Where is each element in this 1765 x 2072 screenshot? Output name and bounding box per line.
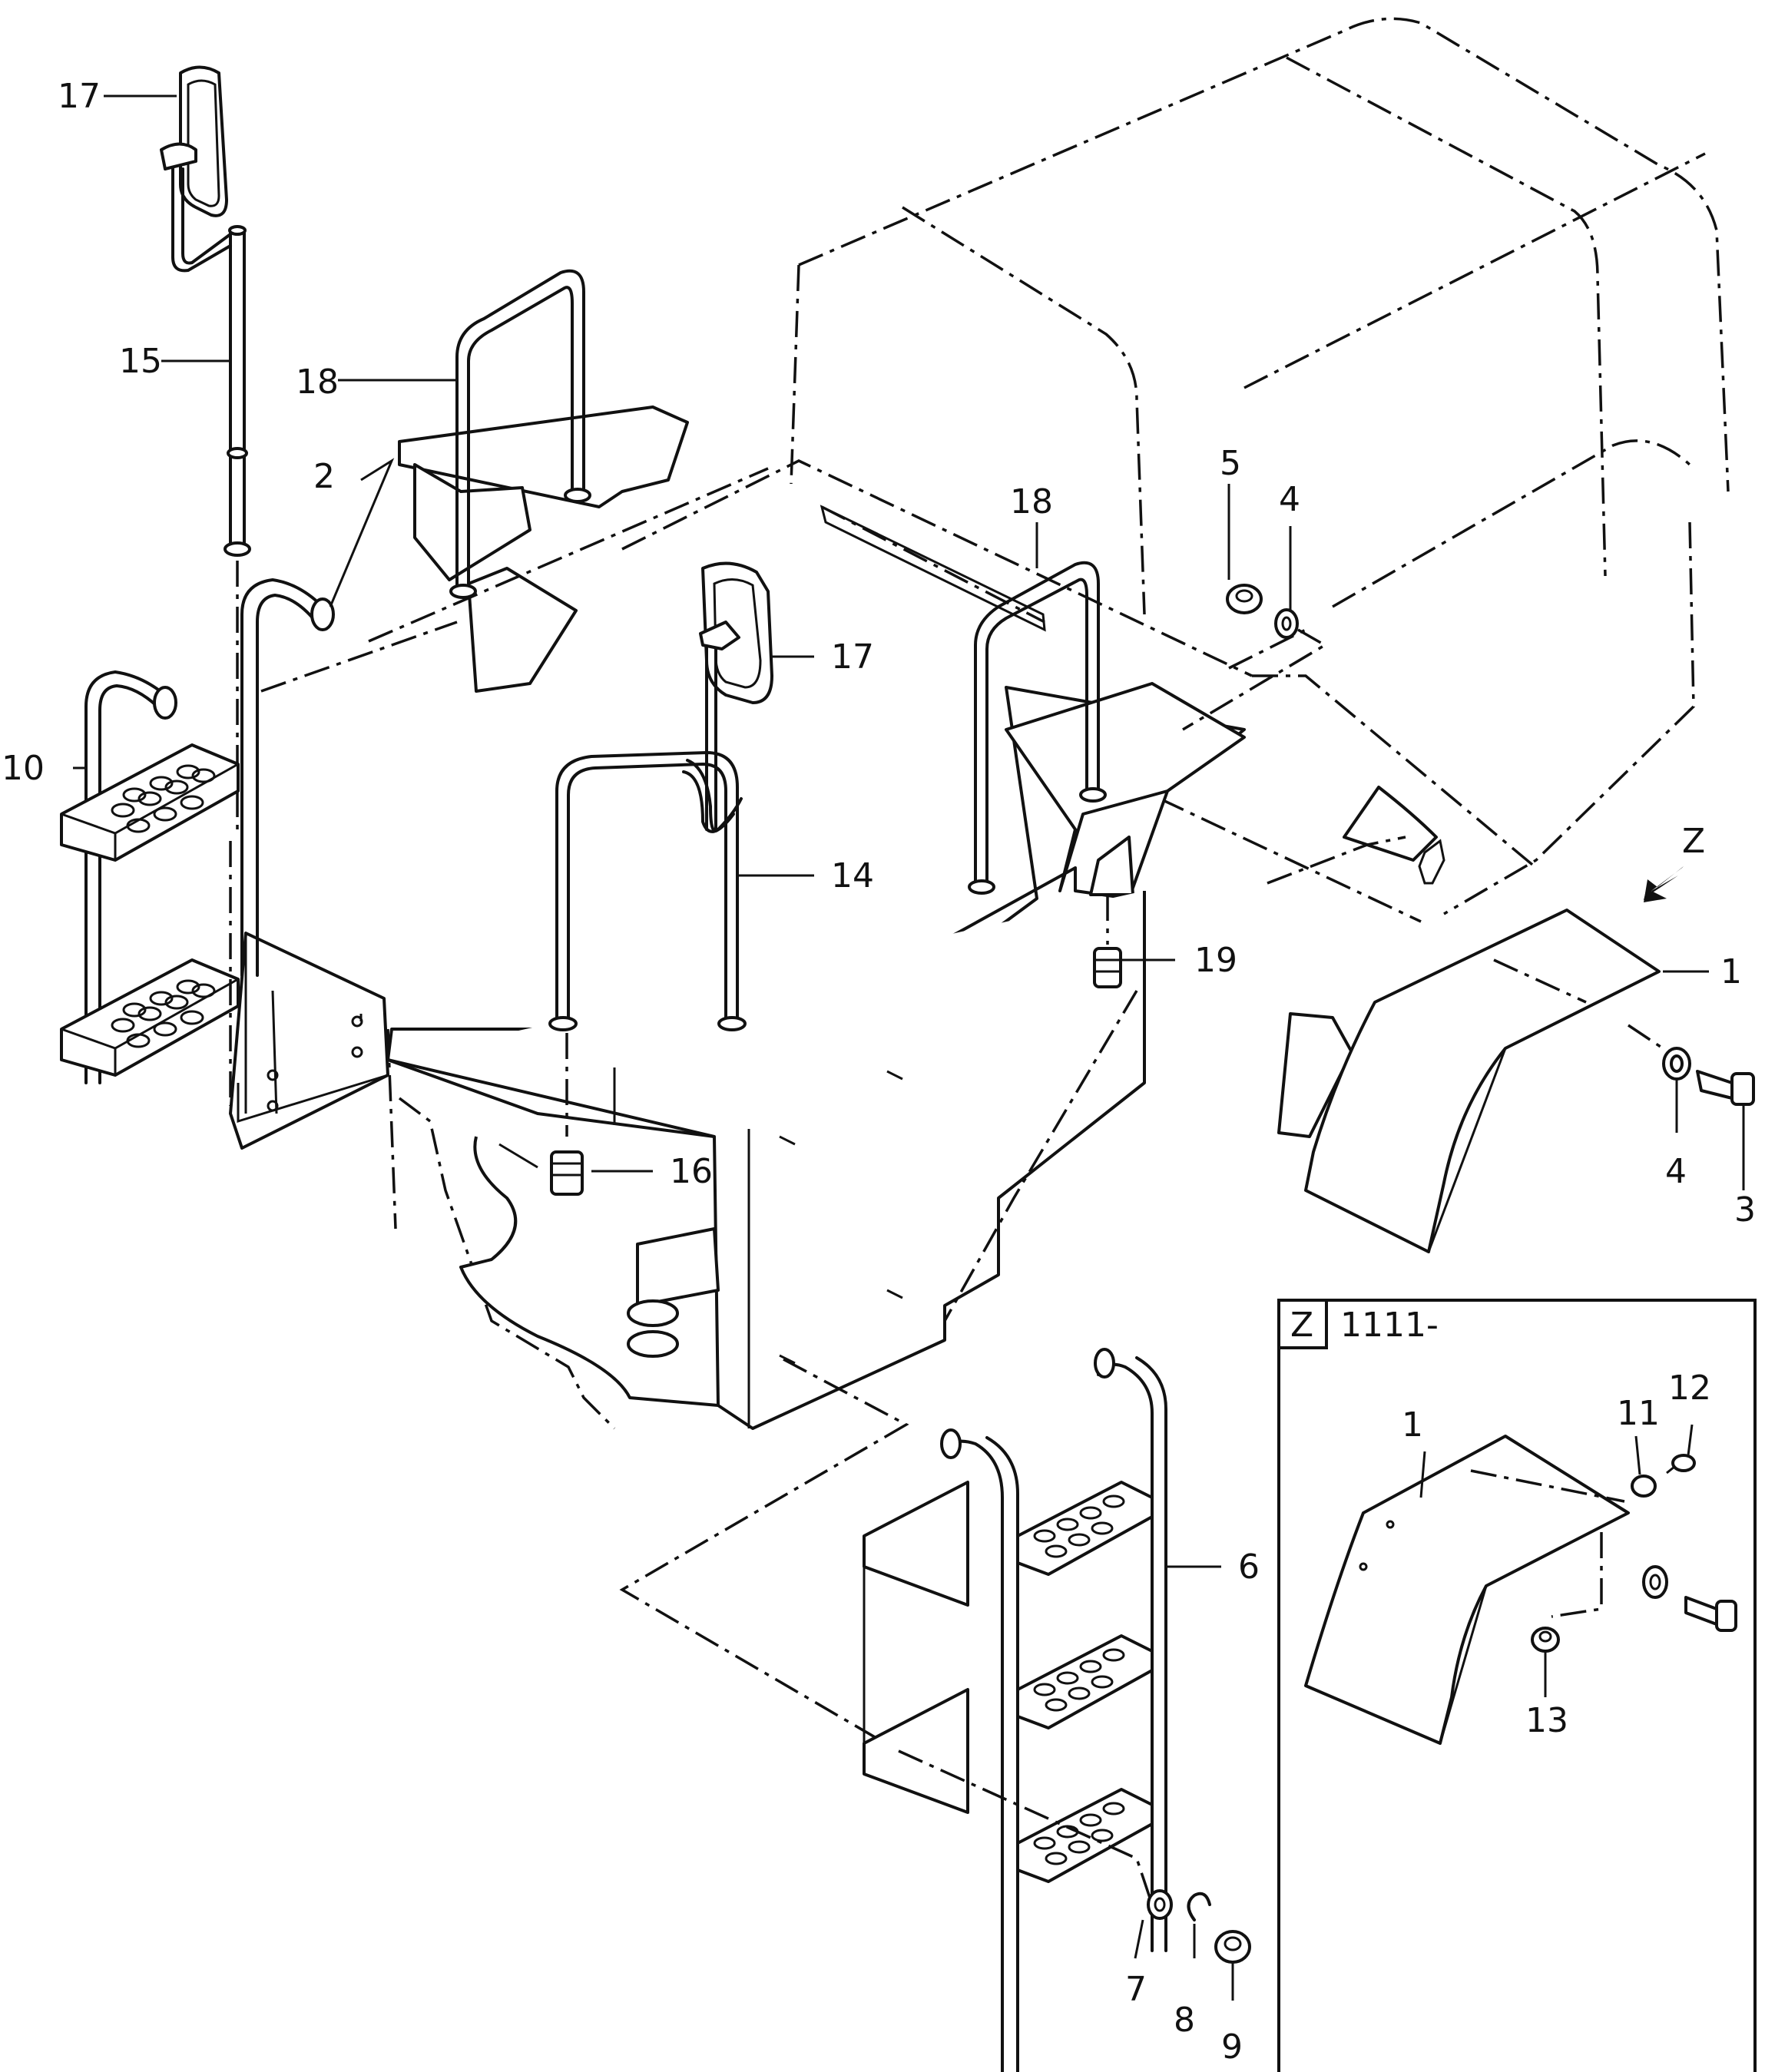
- machine-cab-outline: [621, 17, 1730, 923]
- grab-handle-rear: [449, 269, 591, 599]
- callout-4: 4: [1279, 480, 1300, 519]
- detail-callout-13: 13: [1525, 1701, 1568, 1740]
- ladder-step-middle: [1016, 1634, 1154, 1729]
- bolt-19: [1093, 895, 1122, 988]
- handrail-center: [548, 751, 747, 1137]
- detail-callout-11: 11: [1617, 1394, 1660, 1433]
- nut-9: [1214, 1930, 1251, 1964]
- callout-19: 19: [1194, 941, 1237, 980]
- detail-view-z: Z 1111- 1 11 12 13: [1277, 1299, 1757, 2072]
- ladder-step-upper: [1016, 1481, 1154, 1576]
- detail-view-letter: Z: [1290, 1306, 1313, 1345]
- leader-lines: [73, 94, 1745, 2001]
- callout-18: 18: [1010, 482, 1053, 521]
- washer-7: [1147, 1889, 1173, 1920]
- callout-18: 18: [296, 362, 339, 402]
- washer-4: [1182, 608, 1328, 731]
- callout-4: 4: [1665, 1152, 1687, 1191]
- callout-15: 15: [119, 342, 162, 381]
- callout-14: 14: [831, 856, 874, 895]
- callout-2: 2: [313, 457, 335, 496]
- callout-17: 17: [831, 637, 874, 677]
- callout-8: 8: [1174, 2001, 1195, 2040]
- detail-view-serial: 1111-: [1340, 1306, 1439, 1345]
- callout-9: 9: [1221, 2027, 1243, 2067]
- callout-1: 1: [1720, 952, 1742, 991]
- detail-bolt: [1684, 1596, 1737, 1632]
- callout-16: 16: [670, 1152, 713, 1191]
- grab-handle-front: [968, 561, 1246, 895]
- callout-3: 3: [1734, 1190, 1756, 1230]
- bolt-16: [498, 1143, 584, 1196]
- step-ladder-right: [863, 1348, 1167, 2072]
- step-ladder-left: [60, 578, 389, 1124]
- callout-6: 6: [1238, 1547, 1260, 1587]
- spring-washer-8: [1187, 1892, 1211, 1921]
- callout-5: 5: [1220, 444, 1241, 483]
- fender-assembly: [1267, 786, 1755, 1253]
- detail-callout-1: 1: [1402, 1405, 1423, 1445]
- detail-callout-12: 12: [1668, 1369, 1711, 1408]
- fender-bolt: [1696, 1070, 1755, 1106]
- view-z-arrow: [1644, 866, 1684, 902]
- callout-10: 10: [2, 749, 45, 788]
- mirror-top-left: [160, 65, 251, 837]
- detail-screw-12: [1666, 1454, 1696, 1475]
- callout-7: 7: [1125, 1970, 1147, 2009]
- callout-17: 17: [58, 77, 101, 116]
- nut-5: [1226, 584, 1263, 614]
- mirror-center: [682, 561, 773, 833]
- z-arrow-label: Z: [1682, 822, 1705, 861]
